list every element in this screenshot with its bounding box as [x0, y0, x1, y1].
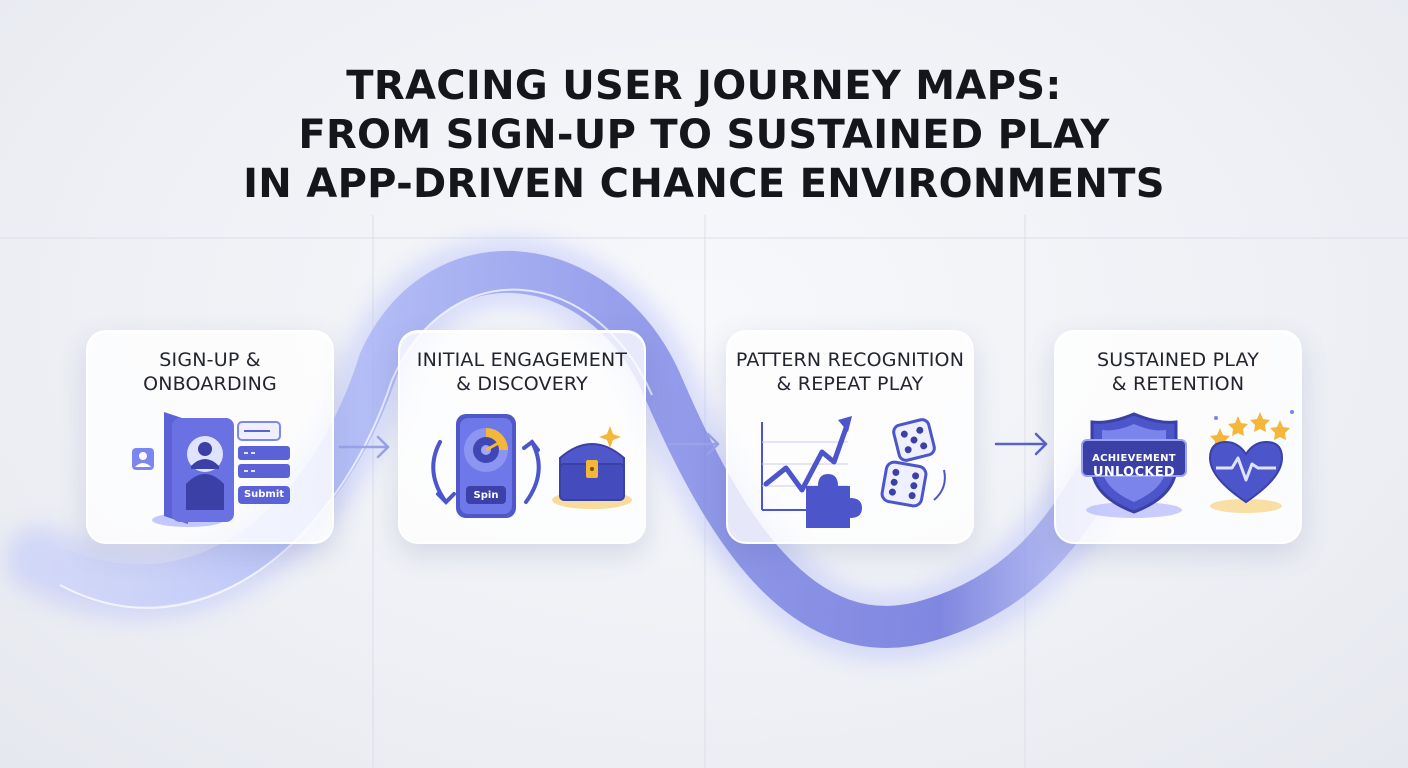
stage-card-pattern: PATTERN RECOGNITION & REPEAT PLAY	[726, 330, 974, 544]
engagement-illustration	[431, 414, 632, 518]
achievement-badge-text: ACHIEVEMENT UNLOCKED	[1092, 453, 1176, 480]
title-line-1: TRACING USER JOURNEY MAPS:	[346, 63, 1062, 109]
arrow-right-icon	[338, 435, 390, 459]
stage-card-engagement: INITIAL ENGAGEMENT & DISCOVERY	[398, 330, 646, 544]
signup-illustration	[132, 412, 290, 527]
phone-profile-icon	[164, 412, 234, 524]
journey-ribbon-highlight	[59, 288, 653, 609]
spin-button[interactable]: Spin	[473, 490, 499, 501]
stage-title: INITIAL ENGAGEMENT & DISCOVERY	[416, 349, 628, 395]
stage-title: SUSTAINED PLAY & RETENTION	[1096, 349, 1260, 395]
arrow-right-icon	[666, 432, 720, 456]
stage-title: SIGN-UP & ONBOARDING	[143, 349, 277, 395]
treasure-chest-icon	[552, 426, 632, 509]
flow-arrows	[338, 432, 1048, 459]
refresh-arrows-icon	[431, 439, 541, 505]
heart-pulse-icon	[1208, 440, 1284, 504]
submit-button-shape	[238, 486, 290, 504]
title-line-2: FROM SIGN-UP TO SUSTAINED PLAY	[298, 112, 1110, 158]
page-title: TRACING USER JOURNEY MAPS: FROM SIGN-UP …	[0, 62, 1408, 209]
form-icon	[237, 421, 290, 504]
arrow-right-icon	[994, 432, 1048, 456]
spinner-phone-icon	[456, 414, 516, 518]
submit-button[interactable]: Submit	[243, 489, 285, 500]
stage-card-retention: SUSTAINED PLAY & RETENTION ACHIEVEMENT U…	[1054, 330, 1302, 544]
shield-badge-icon	[1081, 412, 1187, 514]
profile-icon	[132, 448, 154, 470]
puzzle-icon	[806, 474, 862, 528]
trend-chart-icon	[761, 416, 852, 511]
stage-card-signup: SIGN-UP & ONBOARDING Submit	[86, 330, 334, 544]
dice-icon	[880, 418, 946, 508]
retention-illustration	[1081, 410, 1294, 518]
pattern-illustration	[761, 416, 946, 528]
stage-title: PATTERN RECOGNITION & REPEAT PLAY	[735, 349, 965, 395]
title-line-3: IN APP-DRIVEN CHANCE ENVIRONMENTS	[243, 161, 1165, 207]
